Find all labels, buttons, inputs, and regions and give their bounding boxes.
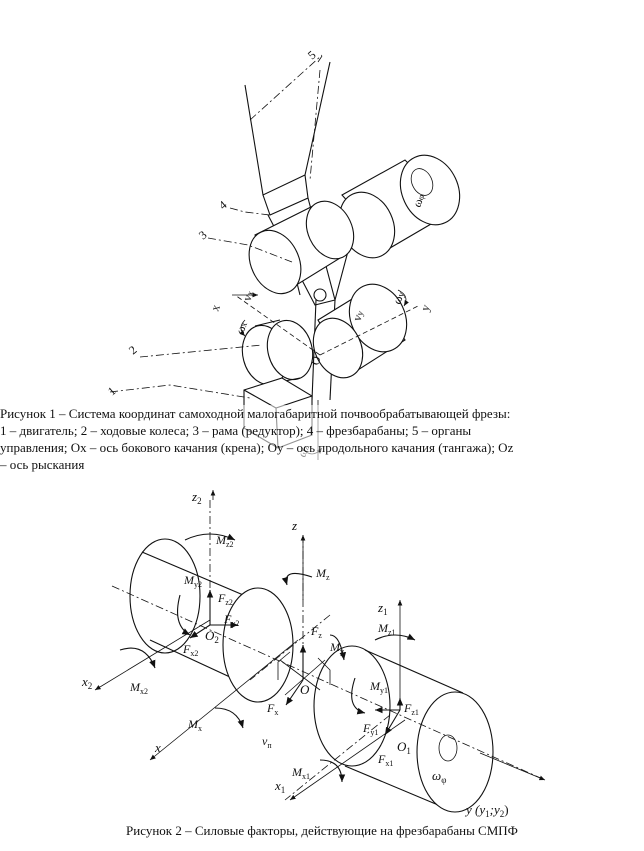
label-Fx1: Fx1 <box>377 752 393 768</box>
label-Fz1: Fz1 <box>403 701 419 717</box>
label-4: 4 <box>216 198 230 213</box>
label-v-y: vy <box>350 308 367 323</box>
label-Fx2: Fx2 <box>182 642 198 658</box>
label-O2: O2 <box>205 628 219 645</box>
label-omega-y: ωy <box>390 289 408 306</box>
label-Fz: Fz <box>310 624 322 640</box>
label-2: 2 <box>126 343 140 358</box>
label-Mx2: Mx2 <box>129 680 148 696</box>
caption-1-line-1: Рисунок 1 – Система координат самоходной… <box>0 406 511 421</box>
label-x2-axis: x2 <box>81 674 92 691</box>
drum-lower-right <box>312 283 408 379</box>
label-omega-x: ωx <box>233 319 251 336</box>
control-handle <box>244 54 331 216</box>
label-vp: vп <box>262 734 272 750</box>
drum-left-cylinder <box>129 538 294 703</box>
label-Mz: Mz <box>315 566 330 582</box>
label-Mx1: Mx1 <box>291 765 310 781</box>
label-z2-axis: z2 <box>191 489 202 506</box>
label-Fy1: Fy1 <box>362 721 378 737</box>
label-y-axis-fig1: y <box>418 303 433 313</box>
label-3: 3 <box>196 228 210 243</box>
caption-1-line-2: 1 – двигатель; 2 – ходовые колеса; 3 – р… <box>0 423 472 438</box>
label-Fz2: Fz2 <box>217 591 233 607</box>
label-Fy2: Fy2 <box>223 612 239 628</box>
label-O: O <box>300 682 310 697</box>
omega-phi-label-fig1: ωφ <box>410 192 428 209</box>
label-y-axis: y (y1;y2) <box>464 802 509 819</box>
label-x-axis-fig1: x <box>208 303 223 313</box>
drum-right-cylinder <box>313 645 494 813</box>
label-z-axis: z <box>291 518 297 533</box>
moment-arrows <box>119 533 416 783</box>
wheel-left <box>241 319 314 386</box>
label-My2: My2 <box>183 573 202 589</box>
drum-upper-left <box>248 200 355 295</box>
label-O1: O1 <box>397 739 411 756</box>
label-Mz2: Mz2 <box>215 533 234 549</box>
drum-upper-right: ωφ <box>338 154 461 259</box>
label-My: My <box>329 640 344 656</box>
label-Fx: Fx <box>266 701 278 717</box>
label-5: 5 <box>305 48 319 63</box>
label-x1-axis: x1 <box>274 778 285 795</box>
caption-1-line-4: – ось рыскания <box>0 457 85 472</box>
label-My1: My1 <box>369 679 388 695</box>
label-Mx: Mx <box>187 717 202 733</box>
force-vectors <box>189 590 404 736</box>
figure-1-caption: Рисунок 1 – Система координат самоходной… <box>0 405 644 473</box>
label-omega-phi: ωφ <box>432 768 446 785</box>
label-x-axis: x <box>154 740 161 755</box>
figure-2-diagram: z2 z z1 Mz2 Mz Mz1 My2 Fz2 Fy2 O2 Fx2 Fz… <box>81 489 546 819</box>
leader-lines <box>109 55 323 399</box>
label-v-x: vx <box>240 288 257 303</box>
label-z1-axis: z1 <box>377 600 388 617</box>
figure-2-caption: Рисунок 2 – Силовые факторы, действующие… <box>126 823 518 838</box>
label-Mz1: Mz1 <box>377 621 396 637</box>
caption-1-line-3: управления; Ox – ось бокового качания (к… <box>0 440 514 455</box>
